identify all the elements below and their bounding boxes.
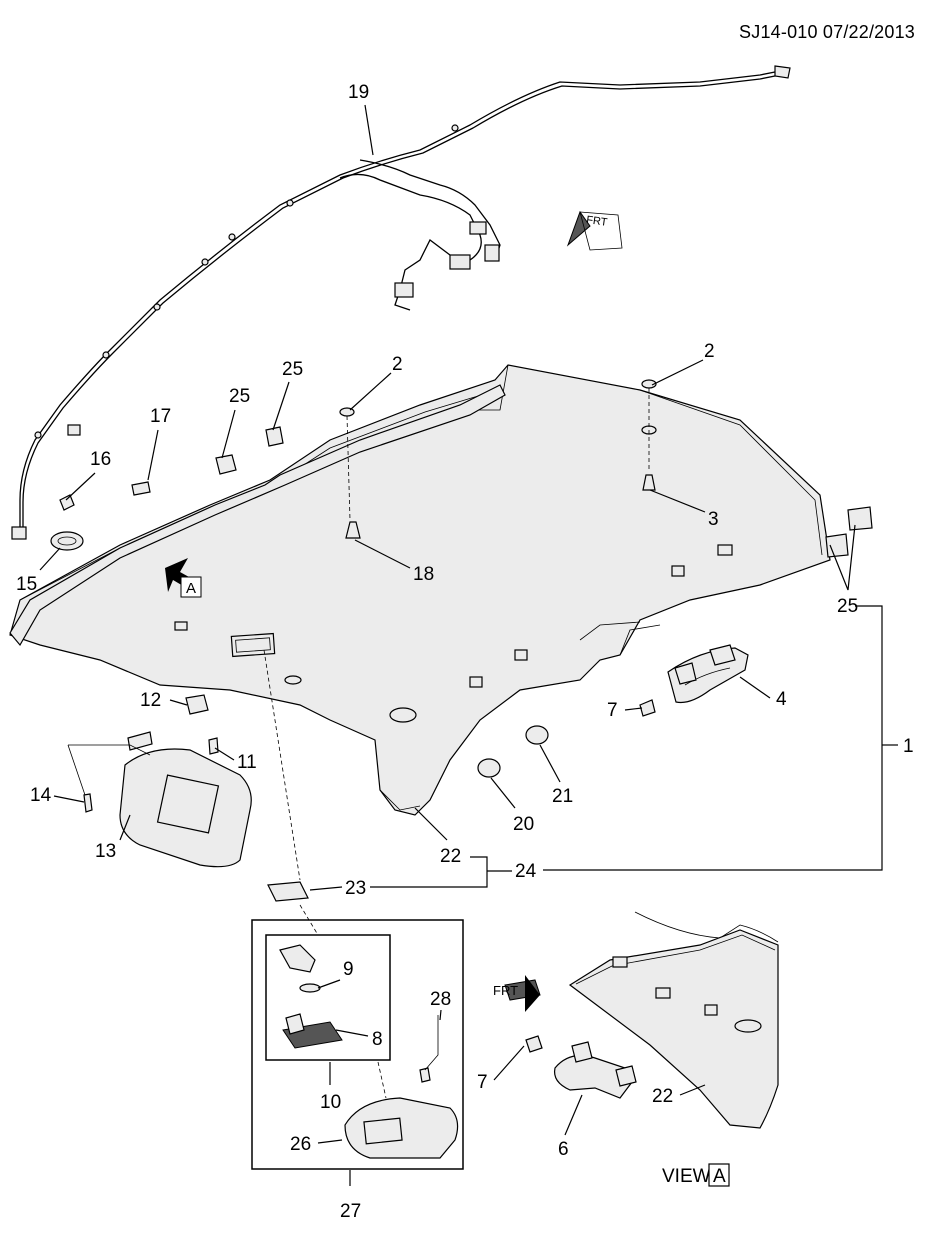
view-a-headliner: FRT bbox=[493, 911, 779, 1129]
callout-22-upper: 22 bbox=[440, 846, 461, 867]
grab-handle-4 bbox=[667, 644, 749, 704]
lens-9 bbox=[299, 983, 321, 993]
callout-8: 8 bbox=[372, 1029, 383, 1050]
view-label-word: VIEW bbox=[662, 1166, 711, 1187]
callout-11: 11 bbox=[237, 752, 257, 773]
document-id: SJ14-010 07/22/2013 bbox=[739, 22, 915, 42]
frt-label-upper: FRT bbox=[585, 214, 608, 229]
callout-2-right: 2 bbox=[704, 341, 715, 362]
retainer-pin-18 bbox=[345, 521, 361, 539]
view-a-marker-letter: A bbox=[186, 580, 196, 597]
callout-22-lower: 22 bbox=[652, 1086, 673, 1107]
holder-12 bbox=[185, 694, 209, 715]
frt-label-lower: FRT bbox=[493, 983, 518, 998]
callout-18: 18 bbox=[413, 564, 434, 585]
callout-3: 3 bbox=[708, 509, 719, 530]
foam-pad-25-c bbox=[847, 506, 873, 531]
front-trim-strip bbox=[9, 384, 506, 647]
callout-21: 21 bbox=[552, 786, 573, 807]
callout-2-left: 2 bbox=[392, 354, 403, 375]
view-a-arrow: A bbox=[165, 558, 202, 598]
callout-27: 27 bbox=[340, 1201, 361, 1222]
callout-10: 10 bbox=[320, 1092, 341, 1113]
sunshade-13 bbox=[119, 731, 252, 868]
bulb-28 bbox=[419, 1067, 431, 1083]
wiring-harness bbox=[11, 65, 791, 540]
screw-7-lower bbox=[525, 1035, 543, 1053]
view-a-label: VIEW A bbox=[662, 1163, 730, 1187]
screw-14 bbox=[83, 793, 93, 813]
grab-handle-6 bbox=[553, 1041, 637, 1099]
callout-25-c: 25 bbox=[837, 596, 858, 617]
callout-7-lower: 7 bbox=[477, 1072, 488, 1093]
lamp-subassembly-box bbox=[265, 934, 391, 1061]
plug-21 bbox=[525, 725, 549, 745]
callout-20: 20 bbox=[513, 814, 534, 835]
callout-24: 24 bbox=[515, 861, 537, 882]
clip-2-left bbox=[339, 407, 355, 417]
frt-arrow-upper: FRT bbox=[566, 210, 623, 251]
callout-7-upper: 7 bbox=[607, 700, 618, 721]
clip-17 bbox=[131, 481, 151, 496]
callout-6: 6 bbox=[558, 1139, 569, 1160]
screw-7-upper bbox=[639, 699, 656, 717]
callout-25-a: 25 bbox=[229, 386, 250, 407]
callout-12: 12 bbox=[140, 690, 161, 711]
callout-15: 15 bbox=[16, 574, 37, 595]
foam-pad-25-a bbox=[215, 454, 237, 475]
view-label-letter: A bbox=[713, 1166, 726, 1187]
plug-20 bbox=[477, 758, 501, 778]
screw-11 bbox=[208, 737, 219, 755]
foam-pad-25-d bbox=[825, 533, 849, 558]
leader-lines bbox=[39, 104, 898, 1186]
foam-pad-25-b bbox=[265, 426, 284, 447]
callout-28: 28 bbox=[430, 989, 451, 1010]
callout-1: 1 bbox=[903, 736, 914, 757]
callout-14: 14 bbox=[30, 785, 52, 806]
callout-numbers: 19 2 2 3 18 25 25 25 1 17 16 15 4 7 20 2… bbox=[16, 82, 914, 1222]
callout-23: 23 bbox=[345, 878, 366, 899]
callout-26: 26 bbox=[290, 1134, 311, 1155]
clip-16 bbox=[59, 494, 75, 511]
callout-13: 13 bbox=[95, 841, 116, 862]
callout-25-b: 25 bbox=[282, 359, 303, 380]
pad-23 bbox=[267, 881, 309, 902]
grommet-15 bbox=[50, 531, 84, 551]
callout-16: 16 bbox=[90, 449, 111, 470]
callout-9: 9 bbox=[343, 959, 354, 980]
bracket-9 bbox=[279, 944, 316, 973]
callout-19: 19 bbox=[348, 82, 369, 103]
console-inset-box bbox=[251, 919, 464, 1170]
callout-17: 17 bbox=[150, 406, 171, 427]
callout-4: 4 bbox=[776, 689, 787, 710]
